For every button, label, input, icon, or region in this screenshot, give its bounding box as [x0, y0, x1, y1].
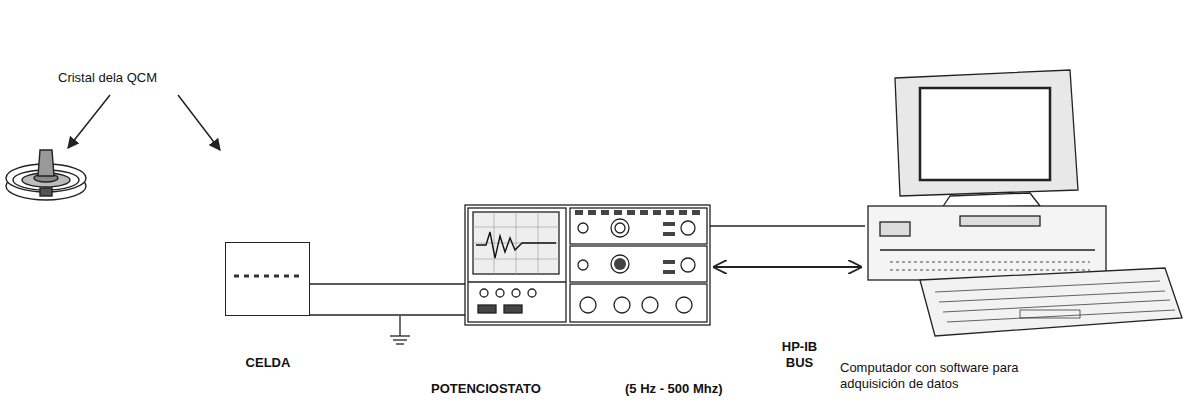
node-label: CELDA: [246, 355, 291, 371]
potentiostat-box: POTENCIOSTATO(5 Hz - 500 Mhz): [465, 205, 710, 325]
computer-box: Computador con software para adquisición…: [865, 70, 1183, 340]
node-label: Computador con software para adquisición…: [840, 360, 1055, 392]
wire: [710, 225, 865, 226]
node-label: POTENCIOSTATO: [431, 381, 541, 397]
edge-label: HP-IB BUS: [777, 339, 823, 371]
leader-line: [68, 95, 110, 148]
crystal-in-cell: [234, 275, 304, 278]
computer-drawing: [868, 70, 1182, 336]
node-label: (5 Hz - 500 Mhz): [625, 381, 723, 397]
potentiostat-drawing: [465, 205, 710, 325]
bus-arrow: [714, 266, 861, 268]
ground-symbol: [390, 316, 410, 344]
cell-box: CELDA: [225, 242, 310, 316]
callout-label: Cristal dela QCM: [58, 70, 157, 86]
leader-line: [178, 95, 220, 150]
wire: [310, 283, 465, 284]
qcm-crystal: [6, 150, 86, 200]
wire: [310, 314, 465, 315]
